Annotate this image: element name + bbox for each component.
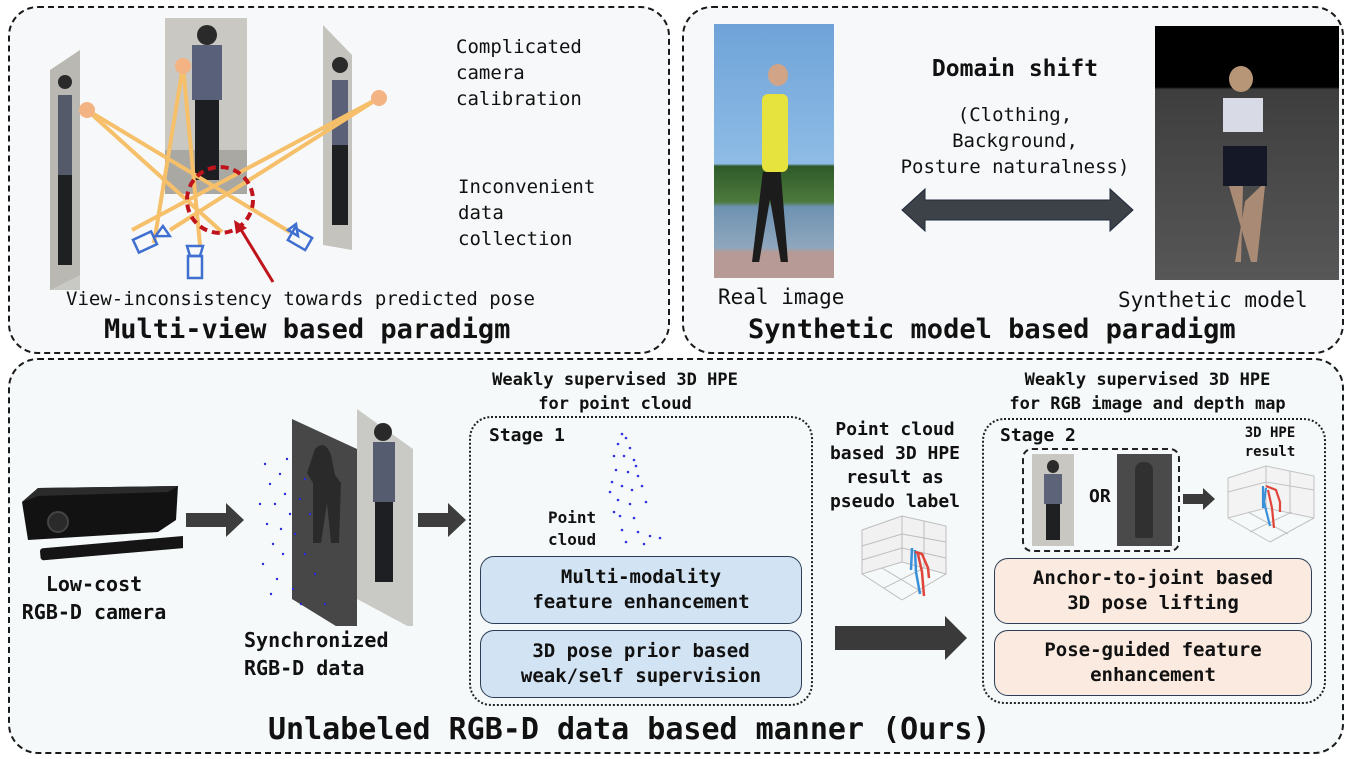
- stage2-result-pose-plot: [1227, 465, 1315, 543]
- rgbd-camera-image: [22, 486, 183, 561]
- rgbd-camera-label: Low-cost RGB-D camera: [21, 572, 167, 624]
- synchronized-data-label: Synchronized RGB-D data: [244, 628, 389, 680]
- synthetic-title: Synthetic model based paradigm: [748, 314, 1236, 345]
- multi-view-illustration: [50, 18, 387, 290]
- stage2-depth-image: [1117, 454, 1172, 546]
- stage2-rgb-image: [1032, 454, 1074, 546]
- pseudo-label-text: Point cloud based 3D HPE result as pseud…: [829, 419, 961, 512]
- domain-shift-heading: Domain shift: [931, 56, 1099, 82]
- synchronized-data-image: [258, 409, 413, 626]
- domain-shift-details: (Clothing, Background, Posture naturalne…: [900, 104, 1130, 178]
- stage2-box: [982, 418, 1326, 704]
- stage1-label: Stage 1: [489, 425, 565, 446]
- result-label: 3D HPE result: [1244, 425, 1296, 460]
- stage2-label: Stage 2: [1000, 425, 1076, 446]
- multi-view-title: Multi-view based paradigm: [104, 314, 511, 345]
- module-multi-modality-feature-enhancement: Multi-modality feature enhancement: [480, 556, 802, 624]
- domain-shift-arrow: [901, 187, 1134, 233]
- point-cloud-label: Point cloud: [548, 508, 597, 549]
- stage2-inner-arrow: [1183, 488, 1215, 510]
- inconsistency-circle: [185, 165, 255, 235]
- real-image-photo: [714, 24, 834, 278]
- inconsistency-arrow: [238, 227, 275, 283]
- note-camera-calibration: Complicated camera calibration: [456, 36, 582, 110]
- flow-arrow: [186, 503, 244, 537]
- pseudo-label-pose-plot: [861, 515, 947, 601]
- right-view-image: [323, 25, 352, 250]
- joint-right: [371, 90, 387, 106]
- stage1-box: [469, 416, 813, 706]
- ray-right: [131, 96, 380, 232]
- flow-arrow: [418, 503, 466, 537]
- synthetic-model-label: Synthetic model: [1118, 288, 1308, 312]
- synthetic-model-photo: [1155, 26, 1339, 280]
- joint-left: [79, 102, 95, 118]
- stage1-header: Weakly supervised 3D HPE for point cloud: [492, 370, 738, 414]
- point-cloud-image: [608, 432, 662, 546]
- module-anchor-to-joint-lifting: Anchor-to-joint based 3D pose lifting: [994, 558, 1312, 624]
- real-image-label: Real image: [718, 285, 845, 309]
- view-inconsistency-caption: View-inconsistency towards predicted pos…: [66, 288, 535, 310]
- left-view-image: [50, 50, 80, 290]
- pseudo-label-arrow: [835, 616, 967, 660]
- input-choice-box: [1022, 448, 1180, 552]
- module-pose-prior-supervision: 3D pose prior based weak/self supervisio…: [480, 630, 802, 698]
- ours-title: Unlabeled RGB-D data based manner (Ours): [268, 712, 991, 747]
- module-pose-guided-feature-enhancement: Pose-guided feature enhancement: [994, 630, 1312, 696]
- joint-center: [175, 58, 191, 74]
- or-label: OR: [1089, 486, 1111, 507]
- stage2-header: Weakly supervised 3D HPE for RGB image a…: [1009, 370, 1286, 414]
- point-cloud-dots: [258, 457, 327, 606]
- camera-icon: [131, 221, 314, 280]
- note-data-collection: Inconvenient data collection: [458, 176, 596, 250]
